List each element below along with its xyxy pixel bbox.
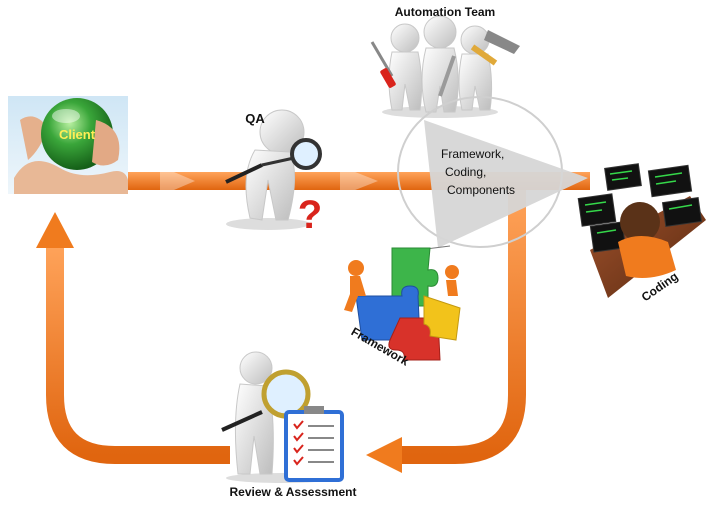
qa-label: QA: [245, 111, 265, 126]
callout-line-3: Components: [447, 183, 515, 197]
callout-line-2: Coding,: [445, 165, 486, 179]
review-checklist-figure-icon: [221, 351, 344, 483]
callout-line-1: Framework,: [441, 147, 504, 161]
qa-magnifier-figure-icon: [225, 109, 322, 230]
framework-callout: [397, 96, 588, 248]
coder-monitors-icon: [577, 163, 706, 298]
review-label: Review & Assessment: [230, 485, 357, 499]
team-tools-figures-icon: [370, 15, 520, 118]
puzzle-framework-icon: [344, 245, 461, 361]
question-mark-icon: ?: [298, 193, 322, 237]
automation-team-label: Automation Team: [395, 5, 495, 19]
client-label: Client: [59, 127, 96, 142]
client-hands-icon: [8, 96, 128, 194]
